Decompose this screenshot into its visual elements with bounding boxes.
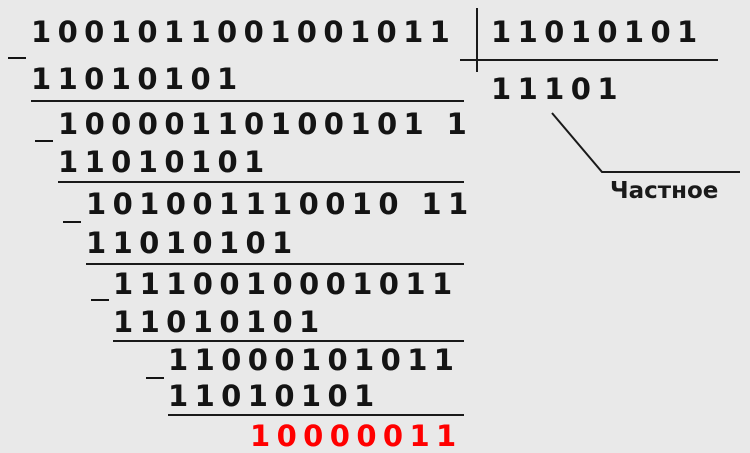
division-bracket-horizontal (460, 59, 718, 61)
quotient-label: Частное (610, 178, 719, 204)
minus-sign-3 (63, 221, 81, 223)
divisor: 11010101 (491, 15, 704, 49)
subtrahend-1: 11010101 (31, 62, 244, 96)
difference-2: 101001110010 11 (86, 187, 475, 221)
subtrahend-3: 11010101 (86, 226, 299, 260)
remainder: 10000011 (250, 419, 463, 453)
quotient: 11101 (491, 72, 624, 106)
minus-sign-1 (8, 57, 26, 59)
subtraction-line-5 (168, 414, 464, 416)
minus-sign-4 (91, 299, 109, 301)
difference-1: 10000110100101 1 (58, 107, 474, 141)
minus-sign-2 (35, 140, 53, 142)
subtraction-line-2 (58, 181, 464, 183)
subtrahend-5: 11010101 (168, 379, 381, 413)
subtrahend-4: 11010101 (113, 305, 326, 339)
subtraction-line-1 (31, 100, 464, 102)
dividend: 1001011001001011 (31, 15, 457, 49)
difference-3: 1110010001011 (113, 267, 459, 301)
division-bracket-vertical (476, 8, 478, 72)
difference-4: 11000101011 (168, 343, 461, 377)
minus-sign-5 (146, 377, 164, 379)
subtraction-line-3 (86, 263, 464, 265)
subtraction-line-4 (113, 340, 464, 342)
subtrahend-2: 11010101 (58, 145, 271, 179)
